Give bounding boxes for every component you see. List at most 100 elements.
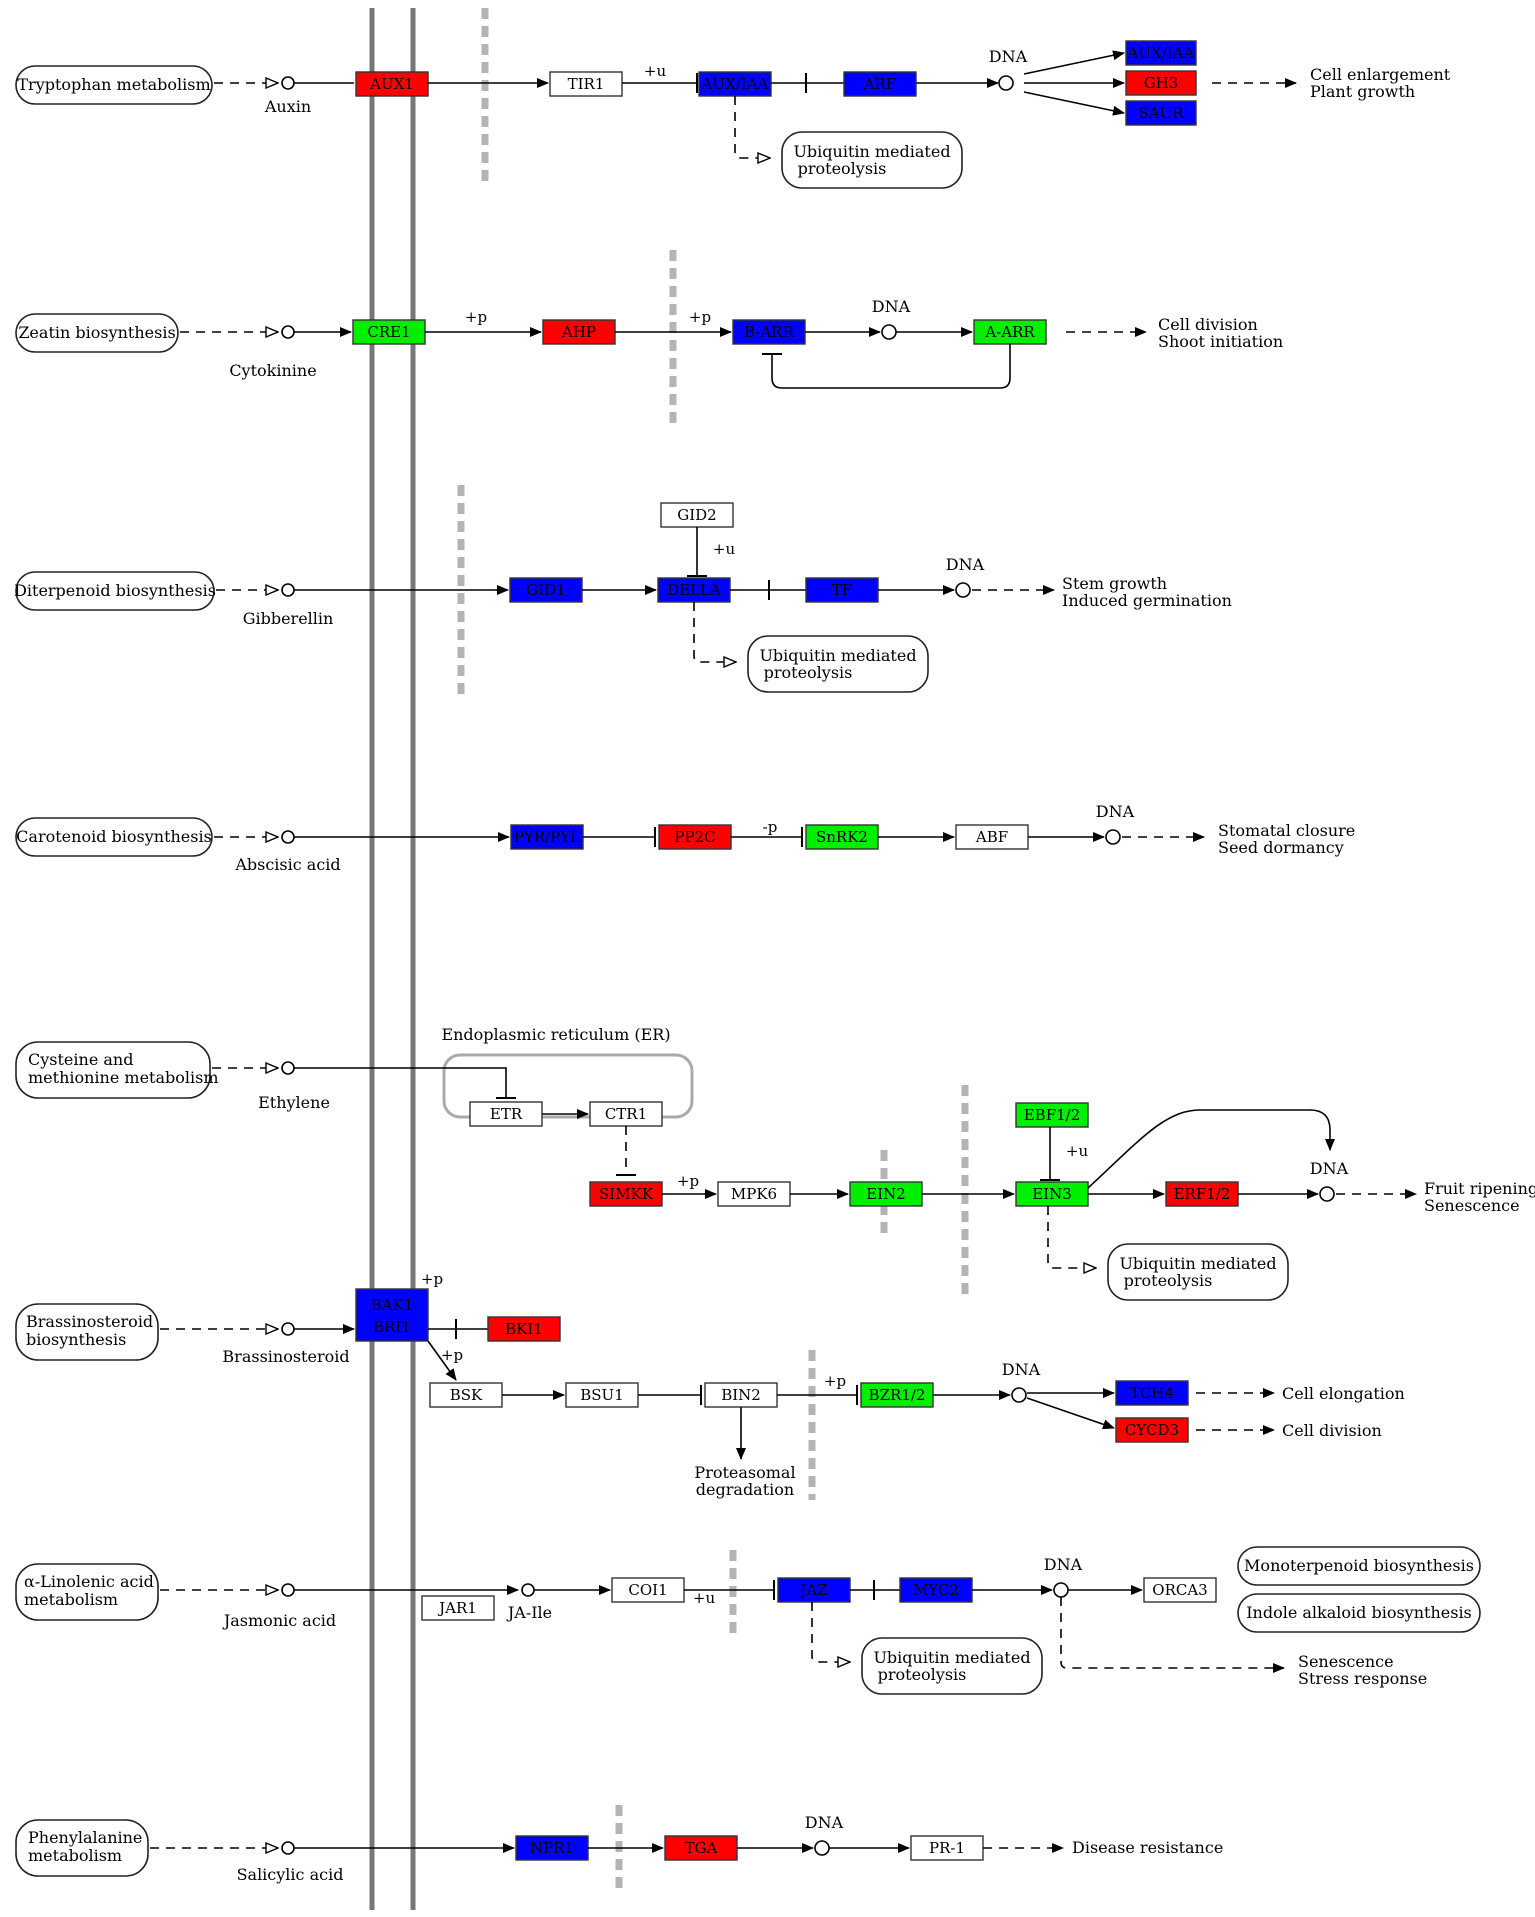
svg-text:COI1: COI1 — [628, 1581, 667, 1599]
svg-text:Ubiquitin mediated: Ubiquitin mediated — [873, 1648, 1030, 1667]
gene-coi1[interactable]: COI1 — [611, 1577, 685, 1603]
pathway-carotenoid-label: Carotenoid biosynthesis — [16, 827, 212, 846]
outcome-plant-growth: Plant growth — [1310, 82, 1415, 101]
pathway-ubiquitin-1[interactable]: Ubiquitin mediated proteolysis — [781, 131, 963, 189]
gene-ctr1[interactable]: CTR1 — [589, 1101, 663, 1127]
svg-text:proteolysis: proteolysis — [1124, 1271, 1213, 1290]
gene-pr1[interactable]: PR-1 — [910, 1835, 984, 1861]
gene-cre1[interactable]: CRE1 — [352, 319, 426, 345]
svg-text:ARF: ARF — [863, 75, 897, 93]
pathway-diterpenoid-label: Diterpenoid biosynthesis — [14, 581, 216, 600]
gene-tir1[interactable]: TIR1 — [549, 71, 623, 97]
gene-bsk[interactable]: BSK — [429, 1382, 503, 1408]
gene-tga[interactable]: TGA — [664, 1835, 738, 1861]
gene-gid1[interactable]: GID1 — [509, 577, 583, 603]
gene-tf[interactable]: TF — [805, 577, 879, 603]
gene-ahp[interactable]: AHP — [542, 319, 616, 345]
compound-jasmonic-acid-label: Jasmonic acid — [222, 1611, 336, 1630]
gene-bki1[interactable]: BKI1 — [487, 1316, 561, 1342]
er-compartment — [442, 1053, 694, 1119]
gene-npr1[interactable]: NPR1 — [515, 1835, 589, 1861]
gene-pyr-pyl[interactable]: PYR/PYL — [510, 824, 584, 850]
pathway-indole-alkaloid[interactable]: Indole alkaloid biosynthesis — [1237, 1593, 1481, 1633]
gene-bsu1[interactable]: BSU1 — [565, 1382, 639, 1408]
gene-ebf12[interactable]: EBF1/2 — [1015, 1102, 1089, 1128]
pathway-ubiquitin-2[interactable]: Ubiquitin mediated proteolysis — [747, 635, 929, 693]
svg-text:DELLA: DELLA — [667, 581, 721, 599]
compound-ethylene[interactable] — [281, 1061, 295, 1075]
gene-jaz[interactable]: JAZ — [777, 1577, 851, 1603]
svg-text:ORCA3: ORCA3 — [1152, 1581, 1207, 1599]
pathway-monoterpenoid[interactable]: Monoterpenoid biosynthesis — [1237, 1546, 1481, 1586]
gene-snrk2[interactable]: SnRK2 — [805, 824, 879, 850]
compound-brassinosteroid[interactable] — [281, 1322, 295, 1336]
outcome-shoot-initiation: Shoot initiation — [1158, 332, 1283, 351]
svg-text:B-ARR: B-ARR — [744, 323, 794, 341]
compound-auxin[interactable] — [281, 76, 295, 90]
gene-tch4[interactable]: TCH4 — [1115, 1380, 1189, 1406]
gene-pp2c[interactable]: PP2C — [658, 824, 732, 850]
pathway-carotenoid[interactable]: Carotenoid biosynthesis — [15, 817, 213, 857]
gene-aux1[interactable]: AUX1 — [355, 71, 429, 97]
compound-gibberellin[interactable] — [281, 583, 295, 597]
compound-cytokinine[interactable] — [281, 325, 295, 339]
gene-erf12[interactable]: ERF1/2 — [1165, 1181, 1239, 1207]
svg-text:TIR1: TIR1 — [568, 75, 605, 93]
gene-della[interactable]: DELLA — [657, 577, 731, 603]
svg-text:+p: +p — [689, 308, 711, 326]
pathway-ubiquitin-4[interactable]: Ubiquitin mediated proteolysis — [861, 1637, 1043, 1695]
gene-bzr12[interactable]: BZR1/2 — [860, 1382, 934, 1408]
pathway-phenylalanine[interactable]: Phenylalanine metabolism — [15, 1819, 149, 1877]
gene-ein2[interactable]: EIN2 — [849, 1181, 923, 1207]
outcome-induced-germination: Induced germination — [1062, 591, 1232, 610]
pathway-tryptophan[interactable]: Tryptophan metabolism — [15, 65, 213, 105]
pathway-cysteine-label-2: methionine metabolism — [28, 1068, 219, 1087]
dna-jasmonic-label: DNA — [1044, 1555, 1083, 1574]
gene-etr[interactable]: ETR — [469, 1101, 543, 1127]
gene-saur[interactable]: SAUR — [1125, 100, 1197, 126]
svg-text:SIMKK: SIMKK — [599, 1185, 654, 1203]
pathway-linolenic[interactable]: α-Linolenic acid metabolism — [15, 1563, 159, 1621]
outcome-stomatal-closure: Stomatal closure — [1218, 821, 1355, 840]
gene-ein3[interactable]: EIN3 — [1015, 1181, 1089, 1207]
svg-text:Ubiquitin mediated: Ubiquitin mediated — [793, 142, 950, 161]
gene-jar1[interactable]: JAR1 — [421, 1595, 495, 1621]
compound-salicylic-acid[interactable] — [281, 1841, 295, 1855]
pathway-cysteine[interactable]: Cysteine and methionine metabolism — [15, 1041, 219, 1099]
gene-simkk[interactable]: SIMKK — [589, 1181, 663, 1207]
gene-mpk6[interactable]: MPK6 — [717, 1181, 791, 1207]
gene-bin2[interactable]: BIN2 — [704, 1382, 778, 1408]
compound-ja-ile[interactable] — [521, 1583, 535, 1597]
outcome-seed-dormancy: Seed dormancy — [1218, 838, 1344, 857]
svg-text:+p: +p — [441, 1346, 463, 1364]
compound-jasmonic-acid[interactable] — [281, 1583, 295, 1597]
svg-text:-p: -p — [763, 818, 778, 836]
gene-b-arr[interactable]: B-ARR — [732, 319, 806, 345]
gene-orca3[interactable]: ORCA3 — [1143, 1577, 1217, 1603]
svg-text:+u: +u — [693, 1589, 716, 1607]
svg-text:+p: +p — [465, 308, 487, 326]
pathway-zeatin[interactable]: Zeatin biosynthesis — [15, 313, 179, 353]
gene-arf[interactable]: ARF — [843, 71, 917, 97]
compound-abscisic-acid[interactable] — [281, 830, 295, 844]
svg-text:TGA: TGA — [685, 1839, 718, 1857]
pathway-brassinosteroid[interactable]: Brassinosteroid biosynthesis — [15, 1303, 159, 1361]
gene-a-arr[interactable]: A-ARR — [973, 319, 1047, 345]
dna-auxin — [998, 75, 1014, 91]
svg-text:+u: +u — [713, 540, 736, 558]
gene-aux-iaa[interactable]: AUX/IAA — [698, 71, 772, 97]
pathway-brassinosteroid-label-2: biosynthesis — [26, 1330, 126, 1349]
outcome-cell-elongation: Cell elongation — [1282, 1384, 1405, 1403]
pathway-ubiquitin-3[interactable]: Ubiquitin mediated proteolysis — [1107, 1243, 1289, 1301]
pathway-diterpenoid[interactable]: Diterpenoid biosynthesis — [14, 571, 216, 611]
svg-text:EBF1/2: EBF1/2 — [1024, 1106, 1081, 1124]
gene-cycd3[interactable]: CYCD3 — [1115, 1417, 1189, 1443]
dna-abscisic — [1105, 829, 1121, 845]
gene-bak1-bri1[interactable]: BAK1 BRI1 — [355, 1288, 429, 1342]
gene-gid2[interactable]: GID2 — [660, 502, 734, 528]
gene-gh3[interactable]: GH3 — [1125, 70, 1197, 96]
gene-myc2[interactable]: MYC2 — [899, 1577, 973, 1603]
gene-abf[interactable]: ABF — [955, 824, 1029, 850]
gene-aux-iaa-target[interactable]: AUX/IAA — [1125, 40, 1197, 66]
